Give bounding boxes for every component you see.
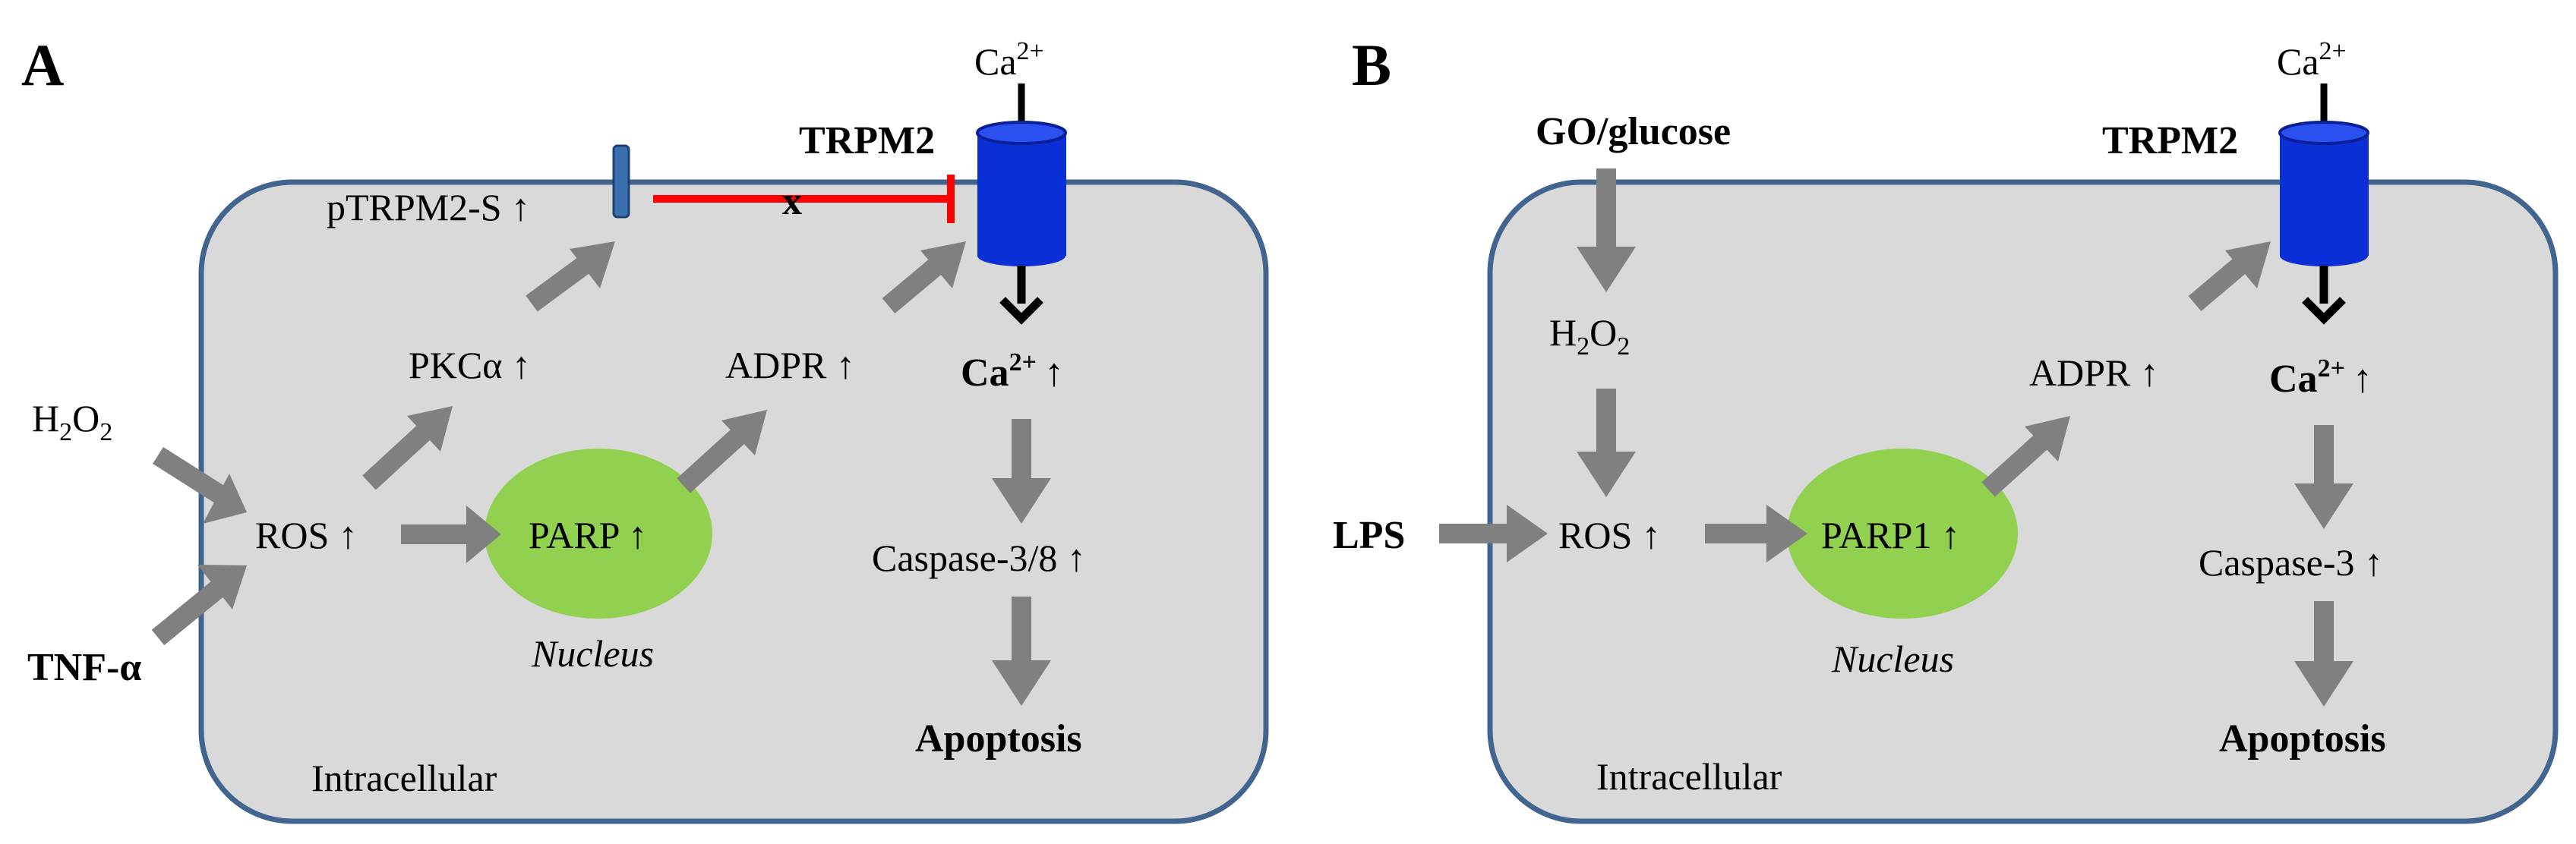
panel-a-ptrpm2-label: pTRPM2-S ↑ <box>327 186 530 228</box>
arrow-parp-to-adpr <box>677 426 748 493</box>
panel-b-trpm2-channel <box>2278 83 2369 325</box>
panel-b-nucleus <box>1787 449 2018 619</box>
arrow-adpr-to-trpm2-b-head <box>2225 241 2271 288</box>
arrow-caspase-to-apoptosis-head <box>992 660 1051 706</box>
arrow-ros-to-parp-head <box>466 505 501 563</box>
panel-a-h2o2-label: H2O2 <box>32 397 112 446</box>
arrow-adpr-to-trpm2 <box>882 255 947 313</box>
panel-a-gray-arrows <box>151 241 1051 706</box>
panel-b-parp1-label: PARP1 ↑ <box>1821 514 1960 556</box>
panel-b-go-label: GO/glucose <box>1536 110 1731 153</box>
panel-b-lps-label: LPS <box>1333 514 1405 557</box>
panel-b-ca-intracellular: Ca2+↑ <box>2269 354 2372 401</box>
panel-b-ros-label: ROS ↑ <box>1558 514 1661 556</box>
panel-a-tnf-label: TNF-α <box>27 646 141 689</box>
panel-a: A <box>21 32 1269 824</box>
panel-a-letter: A <box>21 32 64 98</box>
arrow-parp-to-adpr-head <box>721 410 767 455</box>
panel-a-ca-top: Ca2+ <box>974 37 1044 83</box>
arrow-tnf-to-ros-head <box>197 565 247 609</box>
arrow-adpr-to-trpm2-head <box>920 241 966 288</box>
arrow-h2o2-to-ros <box>153 447 226 503</box>
arrow-ros-to-pkc <box>362 422 434 490</box>
arrow-ros-to-parp1-head <box>1766 505 1807 562</box>
arrow-pkc-to-ptrpm2-head <box>570 241 615 288</box>
panel-b-h2o2-label: H2O2 <box>1549 311 1630 361</box>
arrow-h2o2-to-ros-head <box>203 474 247 524</box>
panel-b-caspase-label: Caspase-3 ↑ <box>2199 541 2383 584</box>
panel-b-apoptosis-label: Apoptosis <box>2219 717 2386 761</box>
arrow-caspase-to-apoptosis-b-head <box>2294 661 2353 707</box>
panel-a-pkc-label: PKCα ↑ <box>409 344 531 386</box>
panel-a-inhibition <box>653 175 955 223</box>
panel-a-apoptosis-label: Apoptosis <box>915 717 1082 761</box>
arrow-pkc-to-ptrpm2 <box>526 253 595 312</box>
arrow-lps-to-ros-head <box>1507 505 1548 562</box>
panel-a-caspase-label: Caspase-3/8 ↑ <box>872 537 1086 579</box>
arrow-go-to-h2o2-head <box>1577 247 1636 292</box>
panel-b-nucleus-label: Nucleus <box>1831 638 1954 680</box>
panel-b-ca-top: Ca2+ <box>2277 37 2347 83</box>
panel-a-intracellular-label: Intracellular <box>311 757 497 799</box>
arrow-tnf-to-ros <box>151 578 227 646</box>
panel-b-cell <box>1487 179 2559 824</box>
panel-b-intracellular-label: Intracellular <box>1596 755 1782 798</box>
arrow-ca-to-caspase-b-head <box>2294 483 2353 529</box>
arrow-ca-to-caspase-head <box>992 478 1051 524</box>
panel-a-ca-intracellular: Ca2+↑ <box>961 348 1064 395</box>
arrow-parp1-to-adpr <box>1981 433 2050 497</box>
panel-a-parp-label: PARP ↑ <box>529 514 647 556</box>
panel-a-ros-label: ROS ↑ <box>255 514 358 556</box>
panel-a-nucleus-label: Nucleus <box>531 632 654 675</box>
arrow-parp1-to-adpr-head <box>2025 416 2070 461</box>
panel-a-adpr-label: ADPR ↑ <box>725 344 855 386</box>
arrow-adpr-to-trpm2-b <box>2188 255 2250 311</box>
panel-b-adpr-label: ADPR ↑ <box>2029 351 2159 394</box>
panel-a-trpm2-channel <box>976 83 1067 325</box>
panel-a-cell <box>198 179 1269 824</box>
arrow-h2o2-to-ros-b-head <box>1577 452 1636 497</box>
panel-b-gray-arrows <box>1439 168 2353 707</box>
panel-b-letter: B <box>1352 32 1391 98</box>
panel-b: B <box>1333 32 2559 824</box>
ptrpm2-marker <box>612 144 630 219</box>
panel-b-trpm2-label: TRPM2 <box>2102 119 2238 162</box>
panel-a-block-x: x <box>782 180 802 223</box>
panel-a-nucleus <box>485 449 712 619</box>
panel-a-trpm2-label: TRPM2 <box>799 119 935 162</box>
arrow-ros-to-pkc-head <box>407 406 453 452</box>
